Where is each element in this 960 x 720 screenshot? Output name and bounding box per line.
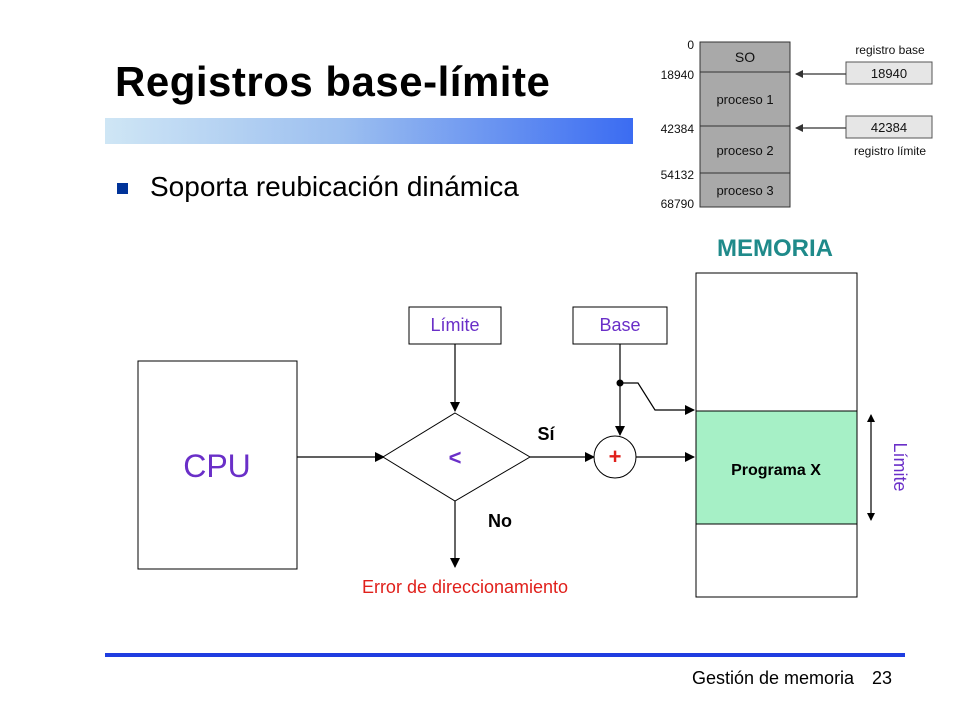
limit-register-label: registro límite [854,144,926,158]
page-number: 23 [872,668,893,688]
limit-register-value: 42384 [871,120,907,135]
base-register-label: registro base [855,43,925,57]
segment-proceso-3 [699,172,791,208]
base-register-box [845,61,933,85]
base-box-label: Base [599,315,640,335]
yes-label: Sí [537,424,555,444]
memory-title: MEMORIA [717,235,833,262]
segment-proceso-3-label: proceso 3 [716,183,773,198]
segment-so-label: SO [735,49,755,65]
limit-register-box [845,115,933,139]
address-3: 54132 [661,168,695,182]
address-2: 42384 [661,122,695,136]
error-label: Error de direccionamiento [362,577,568,597]
segment-proceso-1 [699,71,791,127]
cpu-box [137,360,298,570]
address-0: 0 [687,38,694,52]
segment-proceso-2-label: proceso 2 [716,143,773,158]
address-1: 18940 [661,68,695,82]
footer-text: Gestión de memoria [692,668,855,688]
no-label: No [488,511,512,531]
segment-proceso-1-label: proceso 1 [716,92,773,107]
title-underline-bar [105,118,633,144]
bullet-square-icon [117,183,128,194]
compare-symbol: < [449,445,462,470]
cpu-label: CPU [183,448,251,484]
limit-box-label: Límite [430,315,479,335]
memory-map: SO proceso 1 proceso 2 proceso 3 0 18940… [661,38,933,211]
base-to-memory-arrow [620,382,695,415]
address-4: 68790 [661,197,695,211]
limit-side-label: Límite [890,442,910,491]
bullet-text: Soporta reubicación dinámica [150,171,519,202]
program-x-region [695,410,858,525]
program-x-label: Programa X [731,462,821,479]
base-register-value: 18940 [871,66,907,81]
adder-symbol: + [609,444,622,469]
footer-divider [105,653,905,657]
base-box [572,306,668,345]
segment-proceso-2 [699,125,791,174]
slide-title: Registros base-límite [115,58,551,105]
limit-box [408,306,502,345]
